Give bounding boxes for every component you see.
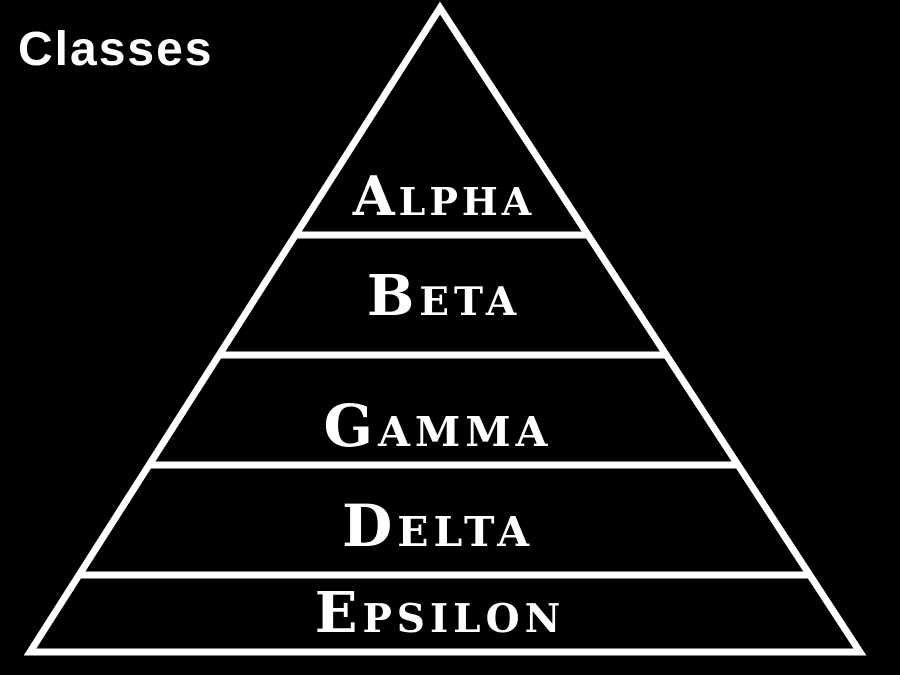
tier-label-beta: Beta bbox=[367, 263, 521, 329]
tier-label-delta: Delta bbox=[342, 492, 534, 560]
tier-label-alpha: Alpha bbox=[352, 164, 536, 228]
page-title: Classes bbox=[18, 23, 214, 76]
tier-label-gamma: Gamma bbox=[324, 392, 553, 460]
pyramid-outline bbox=[23, 1, 867, 656]
tier-label-epsilon: Epsilon bbox=[315, 580, 565, 646]
